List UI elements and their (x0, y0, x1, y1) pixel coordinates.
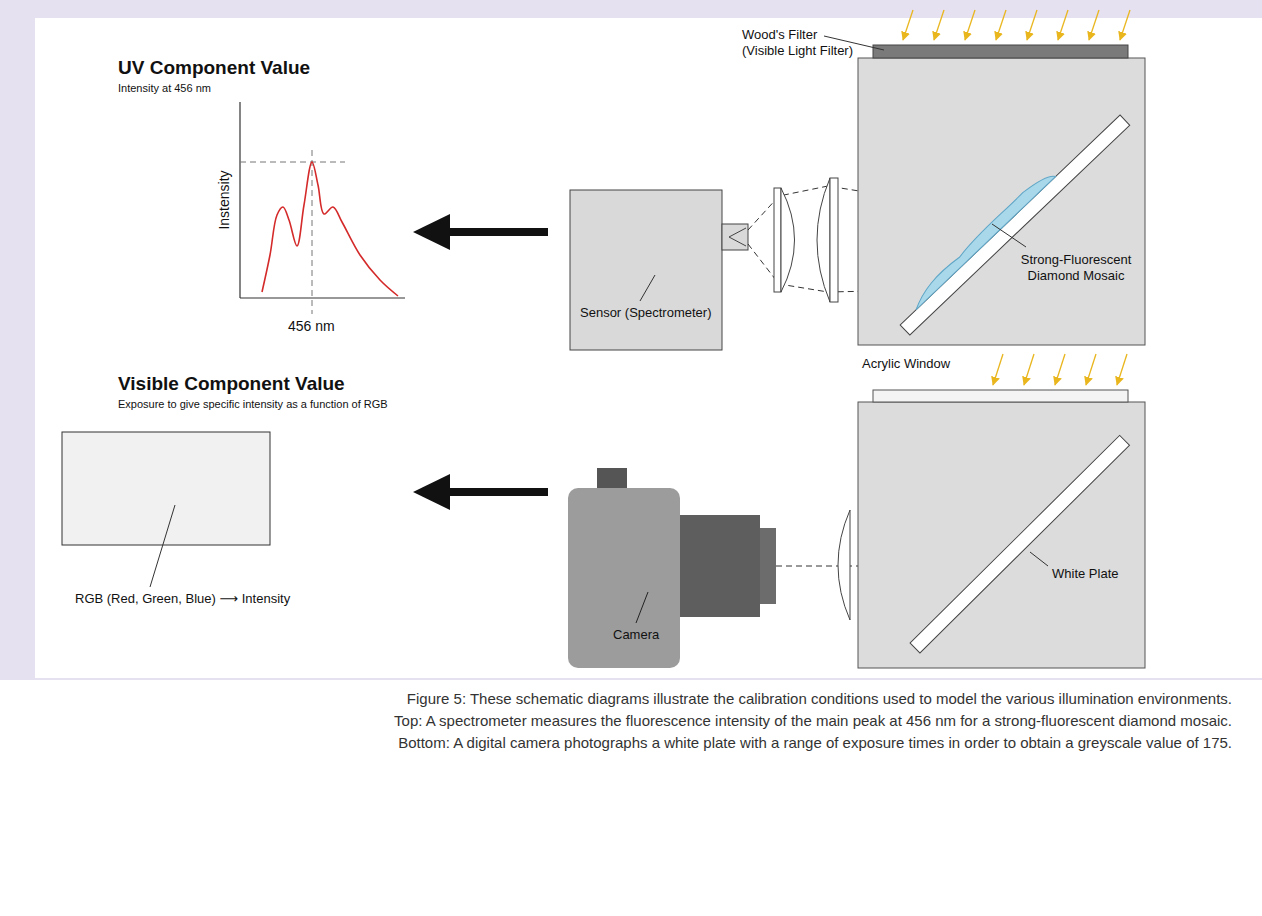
axis-label: Instensity (216, 170, 233, 229)
lens-pair (774, 188, 781, 292)
spectrometer-sensor (722, 224, 748, 250)
light-arrow (1058, 10, 1068, 40)
panel-subheading: Intensity at 456 nm (118, 82, 211, 95)
panel-heading: Visible Component Value (118, 373, 345, 396)
light-arrow (934, 10, 944, 40)
panel-subheading: Exposure to give specific intensity as a… (118, 398, 388, 411)
camera-body (760, 528, 776, 604)
panel-heading: UV Component Value (118, 57, 310, 80)
part-label: Acrylic Window (862, 356, 950, 372)
part-label: RGB (Red, Green, Blue) ⟶ Intensity (75, 591, 290, 607)
visible-chamber (838, 390, 1145, 668)
part-label: White Plate (1052, 566, 1118, 582)
rgb-image (62, 432, 270, 545)
panel-subheading: Exposure to give specific intensity as a… (118, 398, 388, 411)
flow-arrow (444, 488, 548, 496)
light-arrow (965, 10, 975, 40)
figure-panel (0, 0, 1262, 680)
lens-pair (817, 178, 830, 302)
spectrum-chart (240, 102, 405, 314)
part-label: Camera (613, 627, 659, 643)
visible-chamber (910, 435, 1129, 653)
flow-arrow (413, 474, 450, 510)
part-label: RGB (Red, Green, Blue) ⟶ Intensity (75, 591, 290, 607)
uv-chamber (858, 58, 1145, 345)
leader-line (992, 224, 1026, 247)
figure-caption: Figure 5: These schematic diagrams illus… (380, 688, 1232, 753)
rgb-image (62, 432, 270, 587)
spectrum-chart (262, 162, 398, 296)
panel-heading: UV Component Value (118, 57, 310, 80)
light-arrow (993, 354, 1003, 385)
spectrum-chart (240, 162, 345, 163)
figure-caption: Figure 5: These schematic diagrams illus… (380, 688, 1232, 753)
rgb-image (150, 505, 175, 587)
panel-subheading: Intensity at 456 nm (118, 82, 211, 95)
part-label: White Plate (1052, 566, 1118, 582)
light-arrow (1055, 354, 1065, 385)
part-label: Wood's Filter (Visible Light Filter) (742, 27, 860, 58)
spectrometer-sensor (570, 190, 722, 350)
visible-chamber (838, 510, 850, 620)
panel-heading: Visible Component Value (118, 373, 345, 396)
part-label: Strong-Fluorescent Diamond Mosaic (1012, 252, 1140, 283)
part-label: Wood's Filter (Visible Light Filter) (742, 27, 860, 58)
axis-label: Instensity (216, 170, 233, 229)
light-arrow (996, 10, 1006, 40)
visible-chamber (873, 390, 1128, 402)
uv-chamber (824, 36, 1145, 345)
incident-light (903, 10, 1130, 40)
part-label: Strong-Fluorescent Diamond Mosaic (1012, 252, 1140, 283)
flow-arrow (413, 214, 450, 250)
light-arrow (1120, 10, 1130, 40)
part-label: Sensor (Spectrometer) (580, 305, 712, 321)
light-arrow (1117, 354, 1127, 385)
axis-label: 456 nm (288, 318, 335, 335)
light-arrow (1027, 10, 1037, 40)
flow-arrow (413, 214, 548, 510)
light-arrow (1089, 10, 1099, 40)
figure-panel (0, 0, 1262, 680)
visible-chamber (1030, 552, 1048, 566)
camera-body (680, 515, 760, 617)
camera-body (636, 592, 648, 623)
figure-panel (35, 18, 1262, 678)
lens-pair (830, 178, 838, 302)
light-arrow (1086, 354, 1096, 385)
part-label: Camera (613, 627, 659, 643)
part-label: Sensor (Spectrometer) (580, 305, 712, 321)
lens-pair (774, 178, 838, 302)
part-label: Acrylic Window (862, 356, 950, 372)
uv-chamber (873, 45, 1128, 58)
light-arrow (1024, 354, 1034, 385)
spectrum-chart (239, 102, 240, 298)
mosaic-plate (900, 115, 1130, 335)
flow-arrow (444, 228, 548, 236)
incident-light (993, 354, 1127, 385)
visible-chamber (910, 435, 1129, 653)
mosaic-plate (908, 169, 1055, 310)
axis-label: 456 nm (288, 318, 335, 335)
spectrometer-sensor (640, 275, 655, 301)
visible-chamber (858, 402, 1145, 668)
spectrum-chart (240, 297, 405, 298)
camera-body (597, 468, 627, 490)
camera-body (568, 468, 776, 668)
camera-body (568, 488, 680, 668)
spectrometer-sensor (729, 228, 746, 246)
lens-pair (781, 188, 795, 292)
spectrum-chart (312, 150, 313, 314)
mosaic-plate (893, 107, 1130, 335)
spectrometer-sensor (570, 190, 748, 350)
light-arrow (903, 10, 913, 40)
